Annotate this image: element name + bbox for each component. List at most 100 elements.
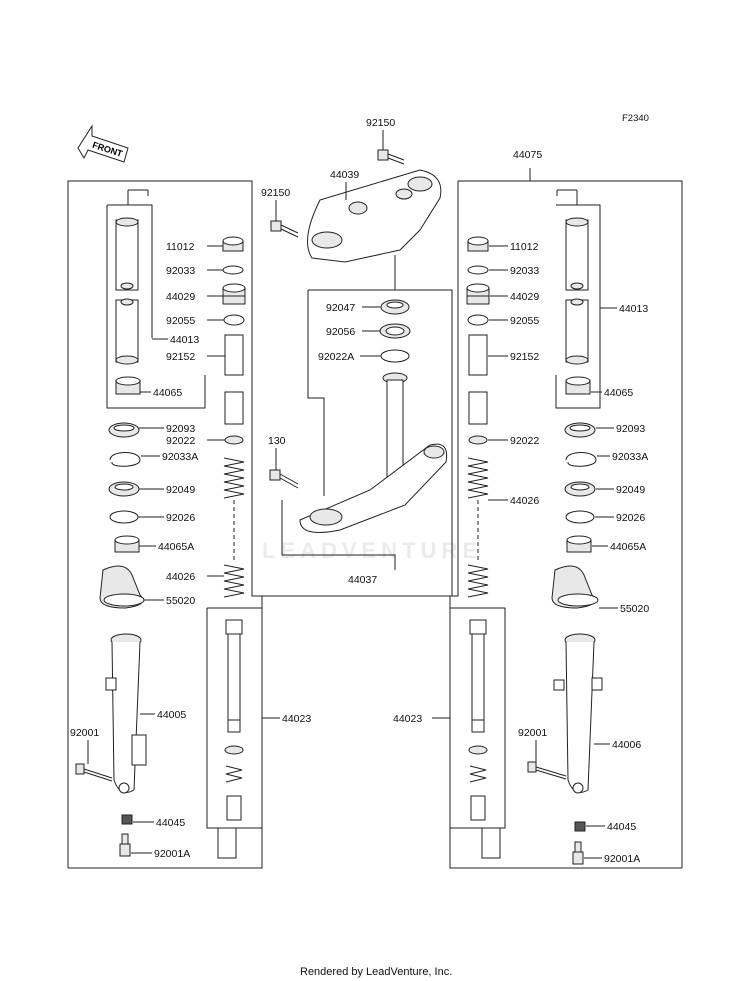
label-right-44023: 44023 bbox=[393, 713, 422, 725]
label-right-92033: 92033 bbox=[510, 265, 539, 277]
right-seal-92049 bbox=[564, 481, 596, 497]
label-center-130: 130 bbox=[268, 435, 286, 447]
label-left-44026: 44026 bbox=[166, 571, 195, 583]
left-cap-11012 bbox=[222, 236, 244, 252]
right-seal-92093 bbox=[564, 422, 596, 438]
left-bolt-92001 bbox=[75, 763, 113, 782]
right-fork-frame bbox=[449, 168, 683, 869]
right-spring-44026 bbox=[467, 457, 489, 598]
left-fork-tube bbox=[115, 217, 139, 365]
center-labels: 92150 92150 44039 92047 92056 92022A 130… bbox=[261, 117, 395, 586]
label-right-44029: 44029 bbox=[510, 291, 539, 303]
label-left-92033A: 92033A bbox=[162, 451, 198, 463]
label-left-55020: 55020 bbox=[166, 595, 195, 607]
center-washer-92022A bbox=[380, 349, 410, 363]
label-left-44013: 44013 bbox=[170, 334, 199, 346]
left-damper-44023 bbox=[224, 619, 244, 821]
left-spacer-92152 bbox=[224, 334, 244, 425]
label-right-44026: 44026 bbox=[510, 495, 539, 507]
right-cap-11012 bbox=[467, 236, 489, 252]
label-left-92049: 92049 bbox=[166, 484, 195, 496]
label-left-92022: 92022 bbox=[166, 435, 195, 447]
label-right-92033A: 92033A bbox=[612, 451, 648, 463]
label-center-92150-top: 92150 bbox=[366, 117, 395, 129]
label-center-92150-left: 92150 bbox=[261, 187, 290, 199]
right-nut-44045 bbox=[574, 821, 586, 832]
right-oring-92033 bbox=[467, 265, 489, 275]
left-bushing-44065 bbox=[115, 376, 141, 395]
left-cover-55020 bbox=[99, 565, 145, 609]
left-oring-92055 bbox=[223, 314, 245, 326]
label-center-92022A: 92022A bbox=[318, 351, 354, 363]
left-oring-92033 bbox=[222, 265, 244, 275]
label-right-92055: 92055 bbox=[510, 315, 539, 327]
left-seal-92049 bbox=[108, 481, 140, 497]
label-right-92093: 92093 bbox=[616, 423, 645, 435]
left-nut-44045 bbox=[121, 814, 133, 825]
label-left-92055: 92055 bbox=[166, 315, 195, 327]
bolt-92150-top bbox=[377, 149, 405, 165]
label-right-44045: 44045 bbox=[607, 821, 636, 833]
center-washer-92047 bbox=[380, 299, 410, 315]
right-washer-92026 bbox=[565, 510, 595, 524]
right-bolt-92001A bbox=[572, 841, 584, 865]
front-arrow-icon: FRONT bbox=[77, 124, 129, 163]
label-center-44037: 44037 bbox=[348, 574, 377, 586]
label-right-92049: 92049 bbox=[616, 484, 645, 496]
label-left-11012: 11012 bbox=[166, 241, 195, 253]
center-ring-92056 bbox=[379, 323, 411, 339]
left-circlip-92033A bbox=[109, 452, 141, 467]
label-right-92001A: 92001A bbox=[604, 853, 640, 865]
left-seal-92093 bbox=[108, 422, 140, 438]
label-left-44023: 44023 bbox=[282, 713, 311, 725]
left-spring-44026 bbox=[223, 457, 245, 598]
label-right-44013: 44013 bbox=[619, 303, 648, 315]
right-washer-92022 bbox=[468, 435, 488, 445]
right-adjuster-44029 bbox=[466, 283, 490, 305]
label-right-44065: 44065 bbox=[604, 387, 633, 399]
steering-stem-44037 bbox=[299, 372, 448, 533]
label-right-92026: 92026 bbox=[616, 512, 645, 524]
right-bolt-92001 bbox=[527, 761, 567, 780]
label-right-11012: 11012 bbox=[510, 241, 539, 253]
right-circlip-92033A bbox=[565, 452, 597, 467]
right-damper-44023 bbox=[468, 619, 488, 821]
label-right-44006: 44006 bbox=[612, 739, 641, 751]
label-right-44075: 44075 bbox=[513, 149, 542, 161]
left-labels: 11012 92033 44029 92055 44013 92152 4406… bbox=[70, 241, 311, 860]
label-left-44065A: 44065A bbox=[158, 541, 194, 553]
diagram-code: F2340 bbox=[622, 113, 649, 124]
center-bolt-130 bbox=[269, 469, 299, 489]
label-left-44045: 44045 bbox=[156, 817, 185, 829]
label-center-92047: 92047 bbox=[326, 302, 355, 314]
left-washer-92026 bbox=[109, 510, 139, 524]
left-washer-92022 bbox=[224, 435, 244, 445]
label-left-92001: 92001 bbox=[70, 727, 99, 739]
footer-credit: Rendered by LeadVenture, Inc. bbox=[300, 966, 452, 978]
right-spacer-92152 bbox=[468, 334, 488, 425]
label-left-44065: 44065 bbox=[153, 387, 182, 399]
label-center-44039: 44039 bbox=[330, 169, 359, 181]
label-left-92001A: 92001A bbox=[154, 848, 190, 860]
left-outer-tube-44005 bbox=[105, 633, 147, 794]
label-left-92152: 92152 bbox=[166, 351, 195, 363]
label-right-55020: 55020 bbox=[620, 603, 649, 615]
label-right-92022: 92022 bbox=[510, 435, 539, 447]
label-right-92001: 92001 bbox=[518, 727, 547, 739]
label-left-44029: 44029 bbox=[166, 291, 195, 303]
label-left-44005: 44005 bbox=[157, 709, 186, 721]
label-right-92152: 92152 bbox=[510, 351, 539, 363]
right-labels: 44075 11012 92033 44029 44013 92055 9215… bbox=[393, 149, 649, 865]
right-cover-55020 bbox=[551, 565, 599, 609]
label-left-92026: 92026 bbox=[166, 512, 195, 524]
left-bushing-44065A bbox=[114, 535, 140, 553]
label-left-92033: 92033 bbox=[166, 265, 195, 277]
label-right-44065A: 44065A bbox=[610, 541, 646, 553]
bolt-92150-left bbox=[270, 220, 299, 238]
label-left-92093: 92093 bbox=[166, 423, 195, 435]
label-center-92056: 92056 bbox=[326, 326, 355, 338]
upper-bracket-44039 bbox=[307, 169, 442, 263]
right-bushing-44065 bbox=[565, 376, 591, 395]
right-oring-92055 bbox=[467, 314, 489, 326]
